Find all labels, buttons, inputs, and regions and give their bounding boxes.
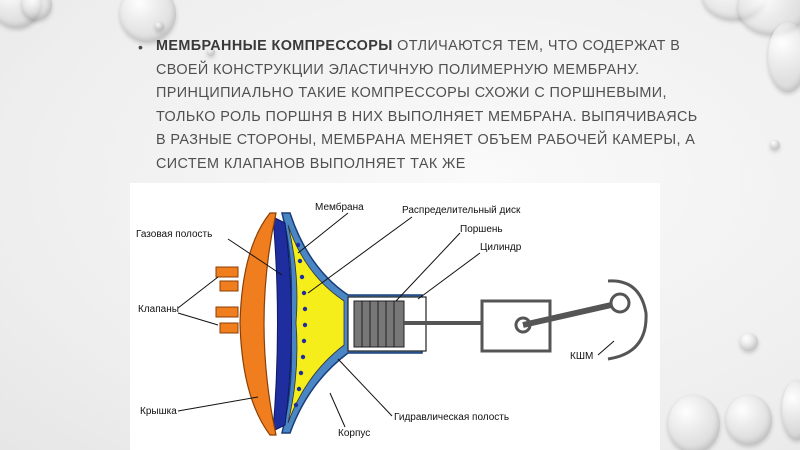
label-valves: Клапаны	[138, 304, 179, 315]
label-gas-cavity: Газовая полость	[136, 229, 212, 240]
label-membrane: Мембрана	[315, 201, 364, 213]
bullet-paragraph: • Мембранные компрессоры отличаются тем,…	[138, 35, 698, 177]
water-drop-decoration	[155, 22, 164, 31]
bullet-body-text: отличаются тем, что содержат в своей кон…	[156, 38, 698, 172]
crank-pin	[609, 292, 631, 314]
membrane-compressor-diagram: Газовая полость Мембрана Распределительн…	[130, 183, 660, 450]
connecting-rod	[522, 300, 621, 328]
label-crank: КШМ	[570, 351, 593, 362]
water-drop-decoration	[740, 333, 758, 351]
distribution-disk-holes	[293, 242, 308, 408]
valves	[215, 266, 239, 334]
diagram-svg: Газовая полость Мембрана Распределительн…	[136, 201, 648, 439]
bullet-text: Мембранные компрессоры отличаются тем, ч…	[156, 35, 698, 177]
hydraulic-cavity	[287, 224, 345, 424]
label-piston: Поршень	[460, 224, 503, 235]
crankshaft	[607, 279, 648, 361]
crosshead-guide	[480, 299, 552, 353]
membrane	[272, 216, 292, 432]
water-drop-decoration	[22, 0, 52, 20]
label-housing: Корпус	[338, 428, 370, 439]
label-cover: Крышка	[140, 406, 177, 417]
bullet-marker: •	[138, 39, 143, 55]
cover	[239, 212, 277, 436]
label-distribution-disk: Распределительный диск	[402, 205, 521, 216]
label-hydraulic-cavity: Гидравлическая полость	[394, 412, 509, 423]
water-drop-decoration	[207, 48, 215, 56]
leader-lines	[177, 212, 615, 428]
bullet-strong-text: Мембранные компрессоры	[156, 38, 393, 54]
water-drop-decoration	[768, 22, 800, 92]
water-drop-decoration	[668, 395, 720, 450]
water-drop-decoration	[782, 380, 800, 440]
water-drop-decoration	[726, 395, 772, 445]
piston-rings	[361, 301, 395, 347]
water-drop-decoration	[770, 140, 780, 150]
label-cylinder: Цилиндр	[480, 242, 522, 253]
